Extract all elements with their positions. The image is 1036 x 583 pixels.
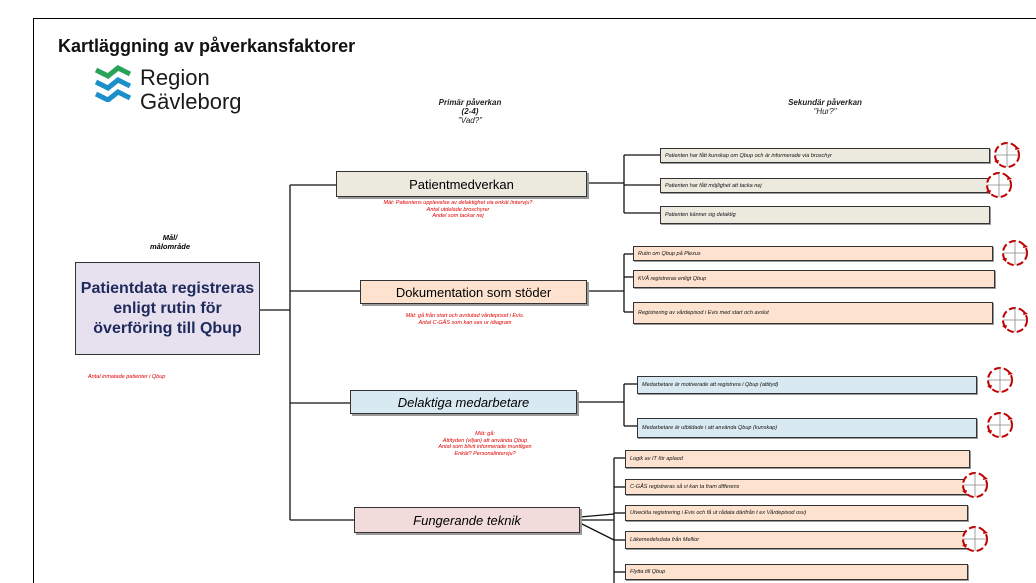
pdsa-cycle-icon (985, 365, 1013, 393)
secondary-doc-3: Registrering av vårdepisod i Evis med st… (633, 302, 993, 324)
logo-line-2: Gävleborg (140, 89, 242, 114)
doc-measures: Mät: gå från start och avslutad vårdepis… (345, 313, 585, 326)
measure-line: Antal C-GÅS som kan ses ur idiagram (418, 319, 512, 326)
measure-line: Mät: gå från start och avslutad vårdepis… (405, 313, 525, 319)
primary-header: Primär påverkan (2-4) "Vad?" (410, 98, 530, 125)
secondary-staff-2: Medarbetare är utbildade i att använda Q… (637, 418, 977, 438)
page-title: Kartläggning av påverkansfaktorer (58, 36, 356, 56)
secondary-tech-2: C-GÅS registreras så vi kan ta fram diff… (625, 479, 968, 495)
measure-line: Enkät? Personalintervju? (454, 450, 516, 457)
goal-box: Patientdata registreras enligt rutin för… (75, 262, 260, 355)
measure-line: Andel som tackar nej (432, 213, 484, 219)
goal-label-line1: Mål/ (162, 233, 178, 242)
patient-measures: Mät: Patientens upplevelse av delaktighe… (328, 200, 588, 220)
primary-patientmedverkan: Patientmedverkan (336, 171, 587, 197)
measure-line: Attityden (viljan) att använda Qbup (442, 437, 528, 444)
primary-header-range: (2-4) (461, 107, 479, 116)
goal-label-line2: målområde (149, 242, 191, 251)
secondary-patient-1: Patienten har fått kunskap om Qbup och ä… (660, 148, 990, 163)
measure-line: Mät: Patientens upplevelse av delaktighe… (383, 200, 533, 206)
pdsa-cycle-icon (985, 410, 1013, 438)
measure-line: Antal som blivit informerade muntligen (438, 444, 532, 450)
secondary-header: Sekundär påverkan "Hur?" (765, 98, 885, 116)
secondary-doc-2: KVÅ registreras enligt Qbup (633, 270, 995, 288)
primary-header-title: Primär påverkan (438, 98, 502, 107)
logo-waves-icon (94, 65, 132, 103)
pdsa-cycle-icon (992, 140, 1020, 168)
secondary-patient-3: Patienten känner sig delaktig (660, 206, 990, 224)
secondary-header-question: "Hur?" (813, 107, 837, 116)
pdsa-cycle-icon (960, 524, 988, 552)
secondary-staff-1: Medarbetare är motiverade att registrera… (637, 376, 977, 394)
secondary-doc-1: Rutin om Qbup på Plexus (633, 246, 993, 261)
secondary-header-title: Sekundär påverkan (788, 98, 862, 107)
measure-line: Antal utdelade broschyrer (426, 206, 490, 213)
primary-header-question: "Vad?" (457, 116, 483, 125)
logo-line-1: Region (140, 65, 210, 90)
pdsa-cycle-icon (1000, 305, 1028, 333)
pdsa-cycle-icon (960, 470, 988, 498)
secondary-tech-3: Utveckla registrering i Evis och få ut r… (625, 505, 968, 521)
pdsa-cycle-icon (1000, 238, 1028, 266)
staff-measures: Mät: gå: Attityden (viljan) att använda … (415, 431, 555, 457)
pdsa-cycle-icon (984, 170, 1012, 198)
measure-line: Mät: gå: (475, 431, 495, 437)
secondary-patient-2: Patienten har fått möjlighet att tacka n… (660, 178, 990, 193)
primary-dokumentation: Dokumentation som stöder (360, 280, 587, 304)
primary-fungerande-teknik: Fungerande teknik (354, 507, 580, 533)
secondary-tech-5: Flytta till Qbup (625, 564, 968, 580)
goal-label: Mål/ målområde (130, 233, 210, 251)
slide-frame (33, 18, 1036, 583)
logo-text: Region Gävleborg (140, 66, 242, 114)
secondary-tech-4: Läkemedelsdata från Mellior (625, 531, 968, 549)
primary-delaktiga-medarbetare: Delaktiga medarbetare (350, 390, 577, 414)
goal-measure: Antal inmatade patienter i Qbup (88, 374, 166, 380)
secondary-tech-1: Logik av IT för aplaod (625, 450, 970, 468)
region-gavleborg-logo (94, 62, 134, 107)
